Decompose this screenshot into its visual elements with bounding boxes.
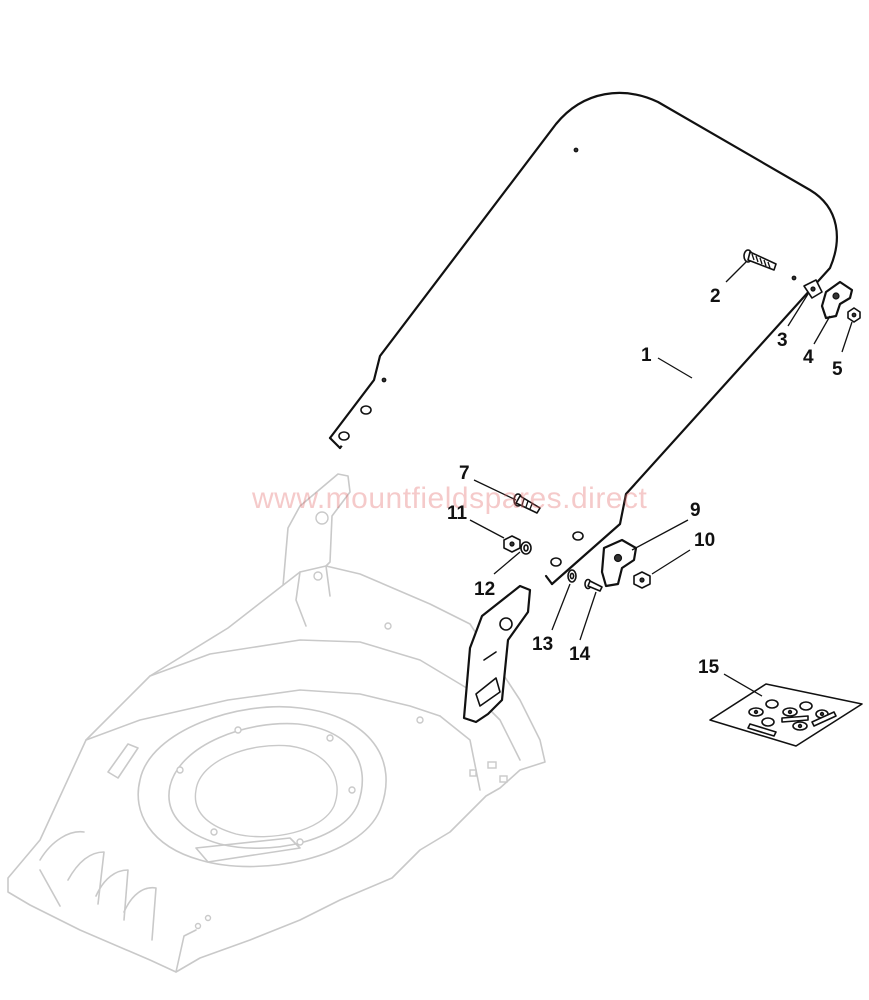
nut-part-11 bbox=[503, 535, 521, 553]
washer-part-3 bbox=[803, 279, 823, 299]
callout-7: 7 bbox=[459, 463, 470, 484]
knob-part-4 bbox=[820, 280, 854, 320]
leader-lines bbox=[469, 261, 853, 697]
washer-part-12 bbox=[520, 541, 532, 555]
nut-part-10 bbox=[633, 571, 651, 589]
callout-12: 12 bbox=[474, 579, 495, 600]
callout-3: 3 bbox=[777, 330, 788, 351]
hardware-kit-contents bbox=[747, 699, 837, 737]
callout-labels: 1 2 3 4 5 7 9 10 11 12 13 14 15 bbox=[447, 286, 843, 678]
mower-deck bbox=[7, 473, 546, 973]
bolt-part-7 bbox=[513, 493, 541, 514]
knob-part-9 bbox=[600, 538, 638, 588]
callout-5: 5 bbox=[832, 359, 843, 380]
callout-2: 2 bbox=[710, 286, 721, 307]
washer-part-13 bbox=[567, 569, 577, 583]
nut-part-5 bbox=[847, 307, 861, 323]
callout-9: 9 bbox=[690, 500, 701, 521]
bolt-part-2 bbox=[743, 249, 777, 271]
callout-11: 11 bbox=[447, 503, 468, 524]
screw-part-14 bbox=[584, 578, 603, 592]
callout-1: 1 bbox=[641, 345, 652, 366]
watermark-text: www.mountfieldspares.direct bbox=[251, 482, 647, 515]
handle-tube bbox=[328, 91, 838, 586]
callout-4: 4 bbox=[803, 347, 814, 368]
hardware-kit-bag bbox=[709, 683, 863, 747]
callout-14: 14 bbox=[569, 644, 591, 665]
callout-15: 15 bbox=[698, 657, 720, 678]
callout-10: 10 bbox=[694, 530, 715, 551]
callout-13: 13 bbox=[532, 634, 553, 655]
